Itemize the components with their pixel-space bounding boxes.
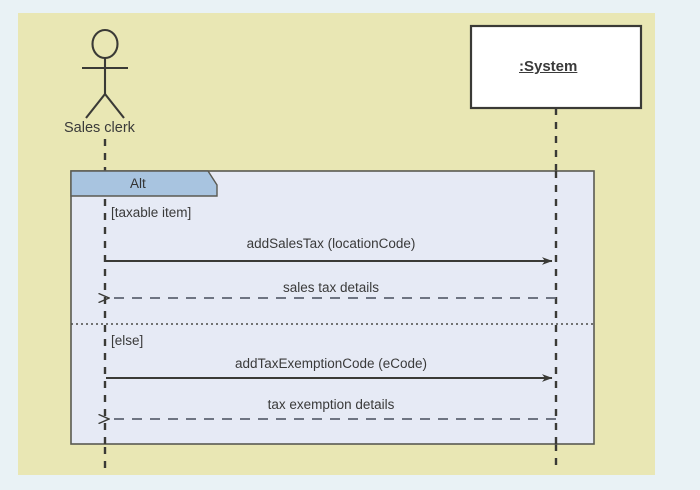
message-label-sales-tax-details: sales tax details: [282, 280, 380, 295]
guard-condition-else: [else]: [111, 333, 144, 348]
message-label-tax-exemption-details: tax exemption details: [267, 397, 395, 412]
actor-label: Sales clerk: [64, 120, 135, 136]
message-label-add-tax-exemption-code: addTaxExemptionCode (eCode): [234, 356, 428, 371]
alt-fragment-box: [70, 170, 595, 445]
guard-condition-taxable-item: [taxable item]: [111, 205, 192, 220]
message-label-add-sales-tax: addSalesTax (locationCode): [246, 236, 416, 251]
alt-fragment-header: [70, 170, 218, 197]
system-participant-label: :System: [519, 58, 578, 75]
stick-figure-actor-icon: [82, 28, 128, 119]
alt-fragment-operator-label: Alt: [130, 176, 146, 191]
